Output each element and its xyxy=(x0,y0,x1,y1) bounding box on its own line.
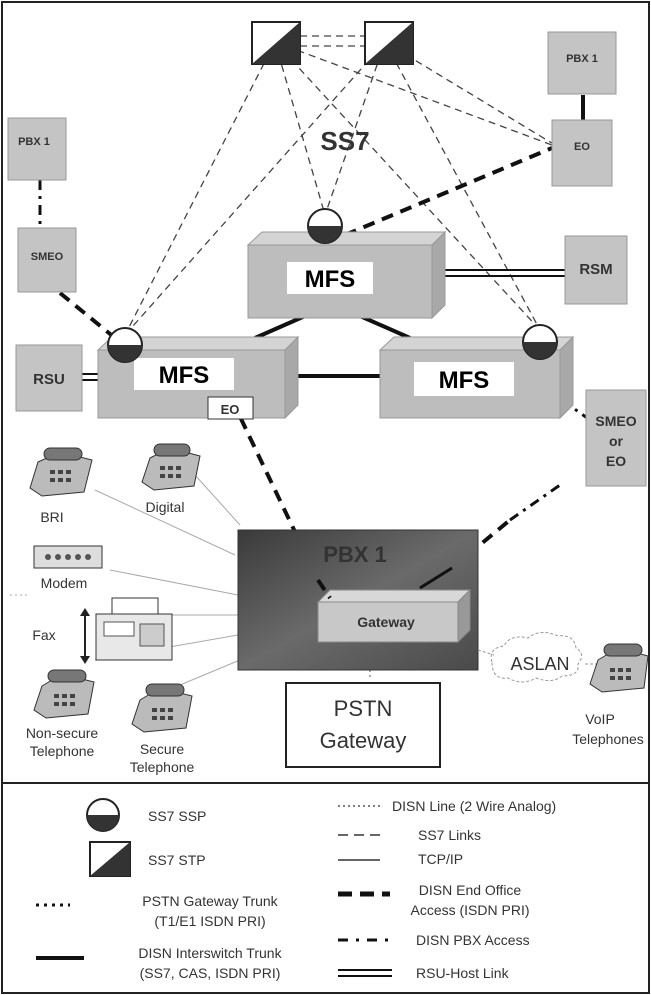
legend-pbx-access: DISN PBX Access xyxy=(416,932,530,948)
smeo-or-eo-line2: or xyxy=(609,433,624,449)
legend-ss7-ssp: SS7 SSP xyxy=(148,808,206,824)
modem-label: Modem xyxy=(41,575,88,591)
legend-interswitch-2: (SS7, CAS, ISDN PRI) xyxy=(140,965,281,981)
voip-label-2: Telephones xyxy=(572,731,644,747)
rsu-box: RSU xyxy=(15,344,83,412)
legend-stp-icon xyxy=(89,841,131,877)
interswitch-trunks xyxy=(254,314,411,378)
legend-pstn-trunk-2: (T1/E1 ISDN PRI) xyxy=(154,913,265,929)
eo-top-right-label: EO xyxy=(574,141,590,153)
secure-label-1: Secure xyxy=(140,741,185,757)
pstn-gateway-box: PSTN Gateway xyxy=(285,682,441,768)
pbx1-left: PBX 1 xyxy=(7,117,67,181)
pbx-internal-eo-link xyxy=(316,578,332,600)
ss7-links xyxy=(124,35,561,336)
fax-icon xyxy=(80,597,173,664)
nonsecure-label-2: Telephone xyxy=(30,743,95,759)
eo-tag-label: EO xyxy=(221,402,240,417)
ss7-ssp-top xyxy=(307,208,343,244)
mfs-right-label: MFS xyxy=(439,367,490,394)
legend-ss7-stp: SS7 STP xyxy=(148,852,206,868)
aslan-cloud: ASLAN xyxy=(477,632,600,683)
voip-label-1: VoIP xyxy=(585,711,615,727)
pbx1-left-label: PBX 1 xyxy=(18,136,50,148)
voip-phone-icon xyxy=(589,643,649,693)
mfs-left-label: MFS xyxy=(159,362,210,389)
pbx1-top-right: PBX 1 xyxy=(547,31,617,95)
pbx-internal-link xyxy=(419,566,453,590)
modem-icon xyxy=(33,545,103,569)
mfs-top-label: MFS xyxy=(305,266,356,293)
mfs-top: MFS xyxy=(246,230,447,320)
legend-tcpip: TCP/IP xyxy=(418,851,463,867)
rsu-label: RSU xyxy=(33,371,65,388)
legend-ss7-links: SS7 Links xyxy=(418,827,481,843)
digital-label: Digital xyxy=(146,499,185,515)
gateway-label: Gateway xyxy=(357,614,415,630)
secure-label-2: Telephone xyxy=(130,759,195,775)
pbx-main-label: PBX 1 xyxy=(323,542,387,567)
ss7-label: SS7 xyxy=(320,126,369,156)
aslan-label: ASLAN xyxy=(510,654,569,674)
legend-rsu-host: RSU-Host Link xyxy=(416,965,510,981)
ss7-ssp-left xyxy=(107,327,143,363)
smeo-or-eo-line3: EO xyxy=(606,453,626,469)
rsu-host-links xyxy=(82,269,565,381)
secure-phone-icon xyxy=(131,683,193,733)
smeo-or-eo-right: SMEO or EO xyxy=(585,389,647,487)
legend-ssp-icon xyxy=(86,798,120,832)
nonsecure-label-1: Non-secure xyxy=(26,725,99,741)
rsm-box: RSM xyxy=(564,235,628,305)
ss7-stp-left xyxy=(251,21,301,65)
pbx-main: PBX 1 Gateway xyxy=(237,529,479,671)
ss7-ssp-right xyxy=(522,324,558,360)
smeo-left: SMEO xyxy=(17,227,77,293)
nonsecure-phone-icon xyxy=(33,669,95,719)
digital-phone-icon xyxy=(141,443,201,491)
bri-phone-icon xyxy=(29,447,93,497)
pstn-gateway-line1: PSTN xyxy=(334,696,393,721)
legend: SS7 SSP SS7 STP PSTN Gateway Trunk (T1/E… xyxy=(36,798,556,981)
smeo-left-label: SMEO xyxy=(31,251,64,263)
legend-pstn-trunk-1: PSTN Gateway Trunk xyxy=(142,893,278,909)
legend-eo-access-2: Access (ISDN PRI) xyxy=(410,902,529,918)
legend-interswitch-1: DISN Interswitch Trunk xyxy=(138,945,282,961)
eo-top-right: EO xyxy=(551,119,613,187)
fax-label: Fax xyxy=(32,627,55,643)
legend-eo-access-1: DISN End Office xyxy=(419,882,522,898)
legend-disn-line: DISN Line (2 Wire Analog) xyxy=(392,798,556,814)
ss7-stp-right xyxy=(364,21,414,65)
pstn-gateway-line2: Gateway xyxy=(320,728,407,753)
bri-label: BRI xyxy=(40,509,63,525)
smeo-or-eo-line1: SMEO xyxy=(595,413,636,429)
rsm-label: RSM xyxy=(579,261,612,278)
pbx1-top-right-label: PBX 1 xyxy=(566,53,598,65)
